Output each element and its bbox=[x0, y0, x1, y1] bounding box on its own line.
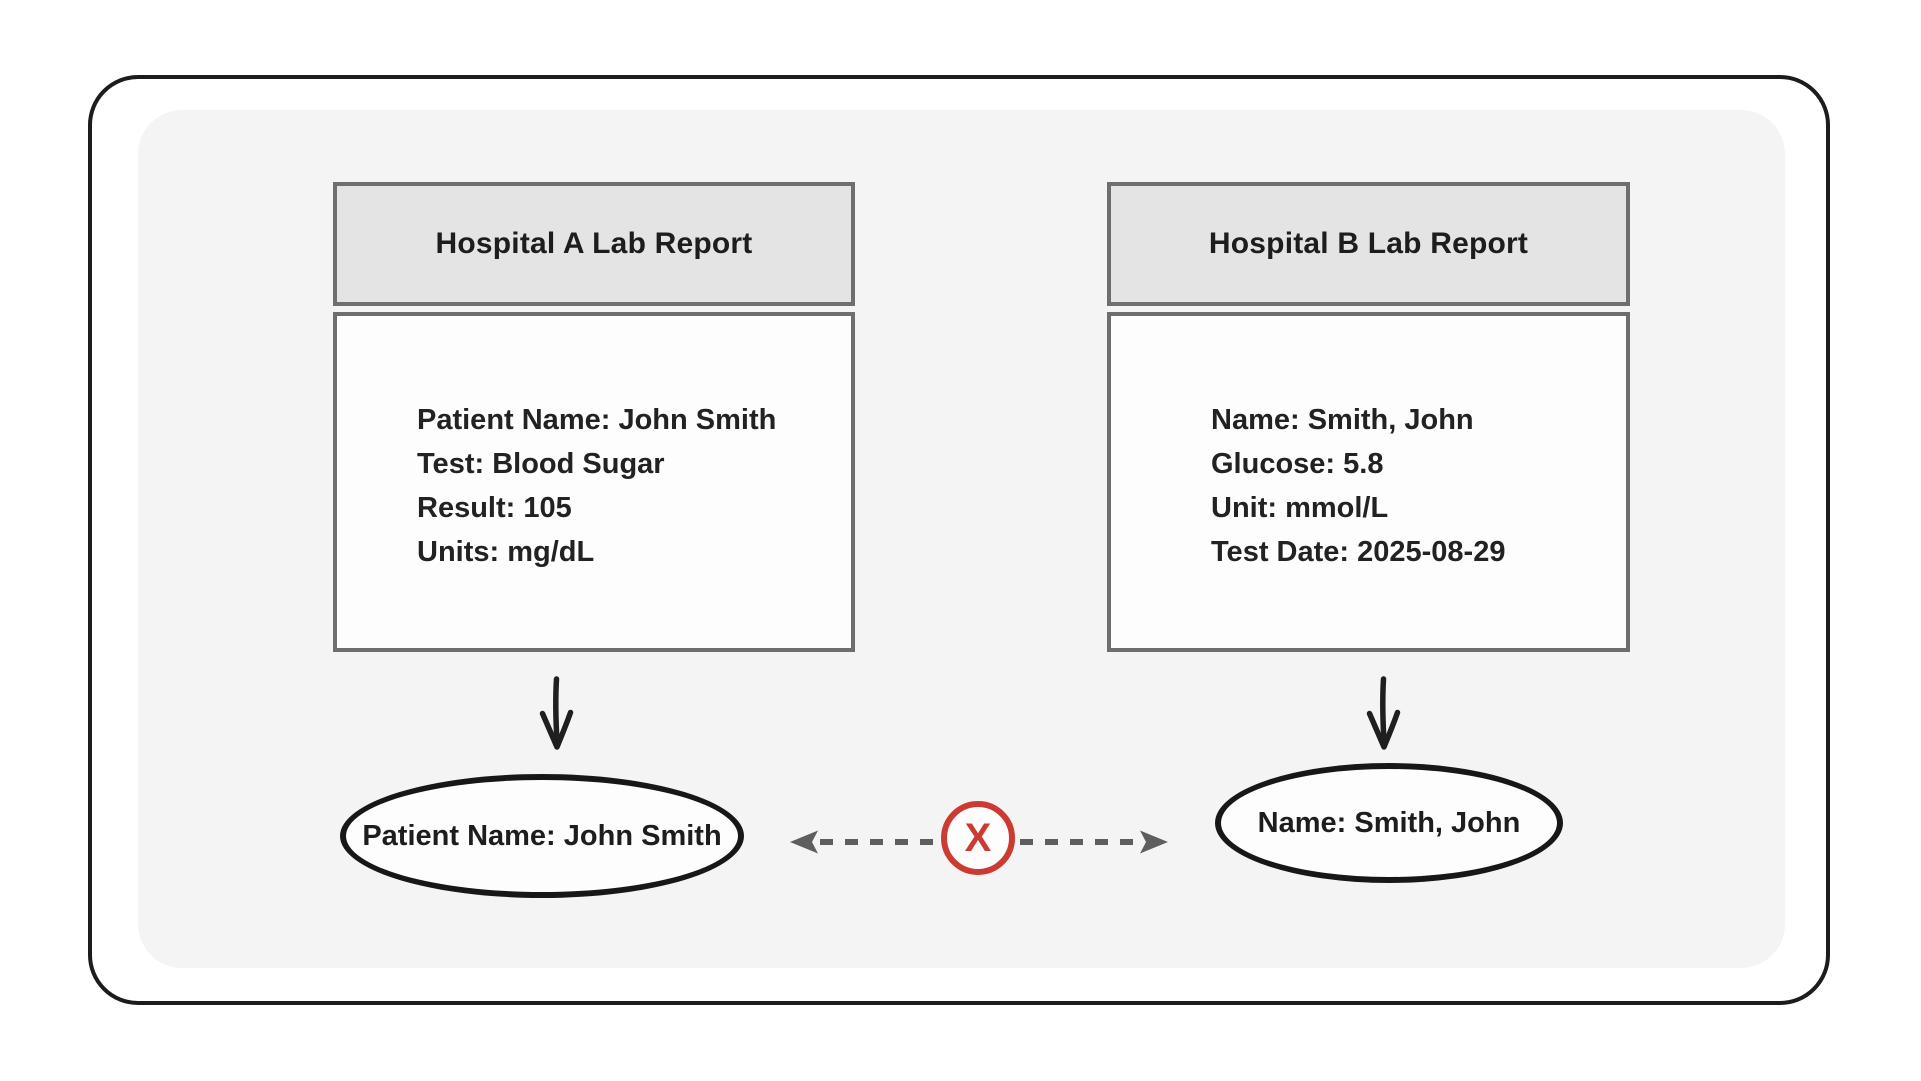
extracted-field-ellipse-left: Patient Name: John Smith bbox=[340, 774, 744, 898]
hospital-a-line-units: Units: mg/dL bbox=[417, 536, 595, 568]
hospital-a-title: Hospital A Lab Report bbox=[435, 227, 753, 260]
hospital-a-line-result: Result: 105 bbox=[417, 492, 572, 524]
hospital-a-lines: Patient Name: John Smith Test: Blood Sug… bbox=[417, 398, 776, 574]
extracted-field-ellipse-right: Name: Smith, John bbox=[1215, 763, 1563, 883]
hospital-b-line-unit: Unit: mmol/L bbox=[1211, 492, 1389, 524]
mismatch-x-badge: X bbox=[941, 801, 1015, 875]
extracted-field-right-label: Name: Smith, John bbox=[1257, 806, 1521, 839]
hospital-b-line-name: Name: Smith, John bbox=[1211, 404, 1474, 436]
hospital-b-lines: Name: Smith, John Glucose: 5.8 Unit: mmo… bbox=[1211, 398, 1505, 574]
hospital-a-line-test: Test: Blood Sugar bbox=[417, 448, 665, 480]
hospital-a-line-patient-name: Patient Name: John Smith bbox=[417, 404, 777, 436]
hospital-b-card-header: Hospital B Lab Report bbox=[1107, 182, 1630, 306]
hospital-b-line-test-date: Test Date: 2025-08-29 bbox=[1211, 536, 1506, 568]
hospital-a-card-header: Hospital A Lab Report bbox=[333, 182, 855, 306]
hospital-b-card-body: Name: Smith, John Glucose: 5.8 Unit: mmo… bbox=[1107, 312, 1630, 652]
hospital-b-title: Hospital B Lab Report bbox=[1208, 227, 1529, 260]
extracted-field-left-label: Patient Name: John Smith bbox=[362, 819, 722, 852]
hospital-b-line-glucose: Glucose: 5.8 bbox=[1211, 448, 1384, 480]
hospital-a-card-body: Patient Name: John Smith Test: Blood Sug… bbox=[333, 312, 855, 652]
